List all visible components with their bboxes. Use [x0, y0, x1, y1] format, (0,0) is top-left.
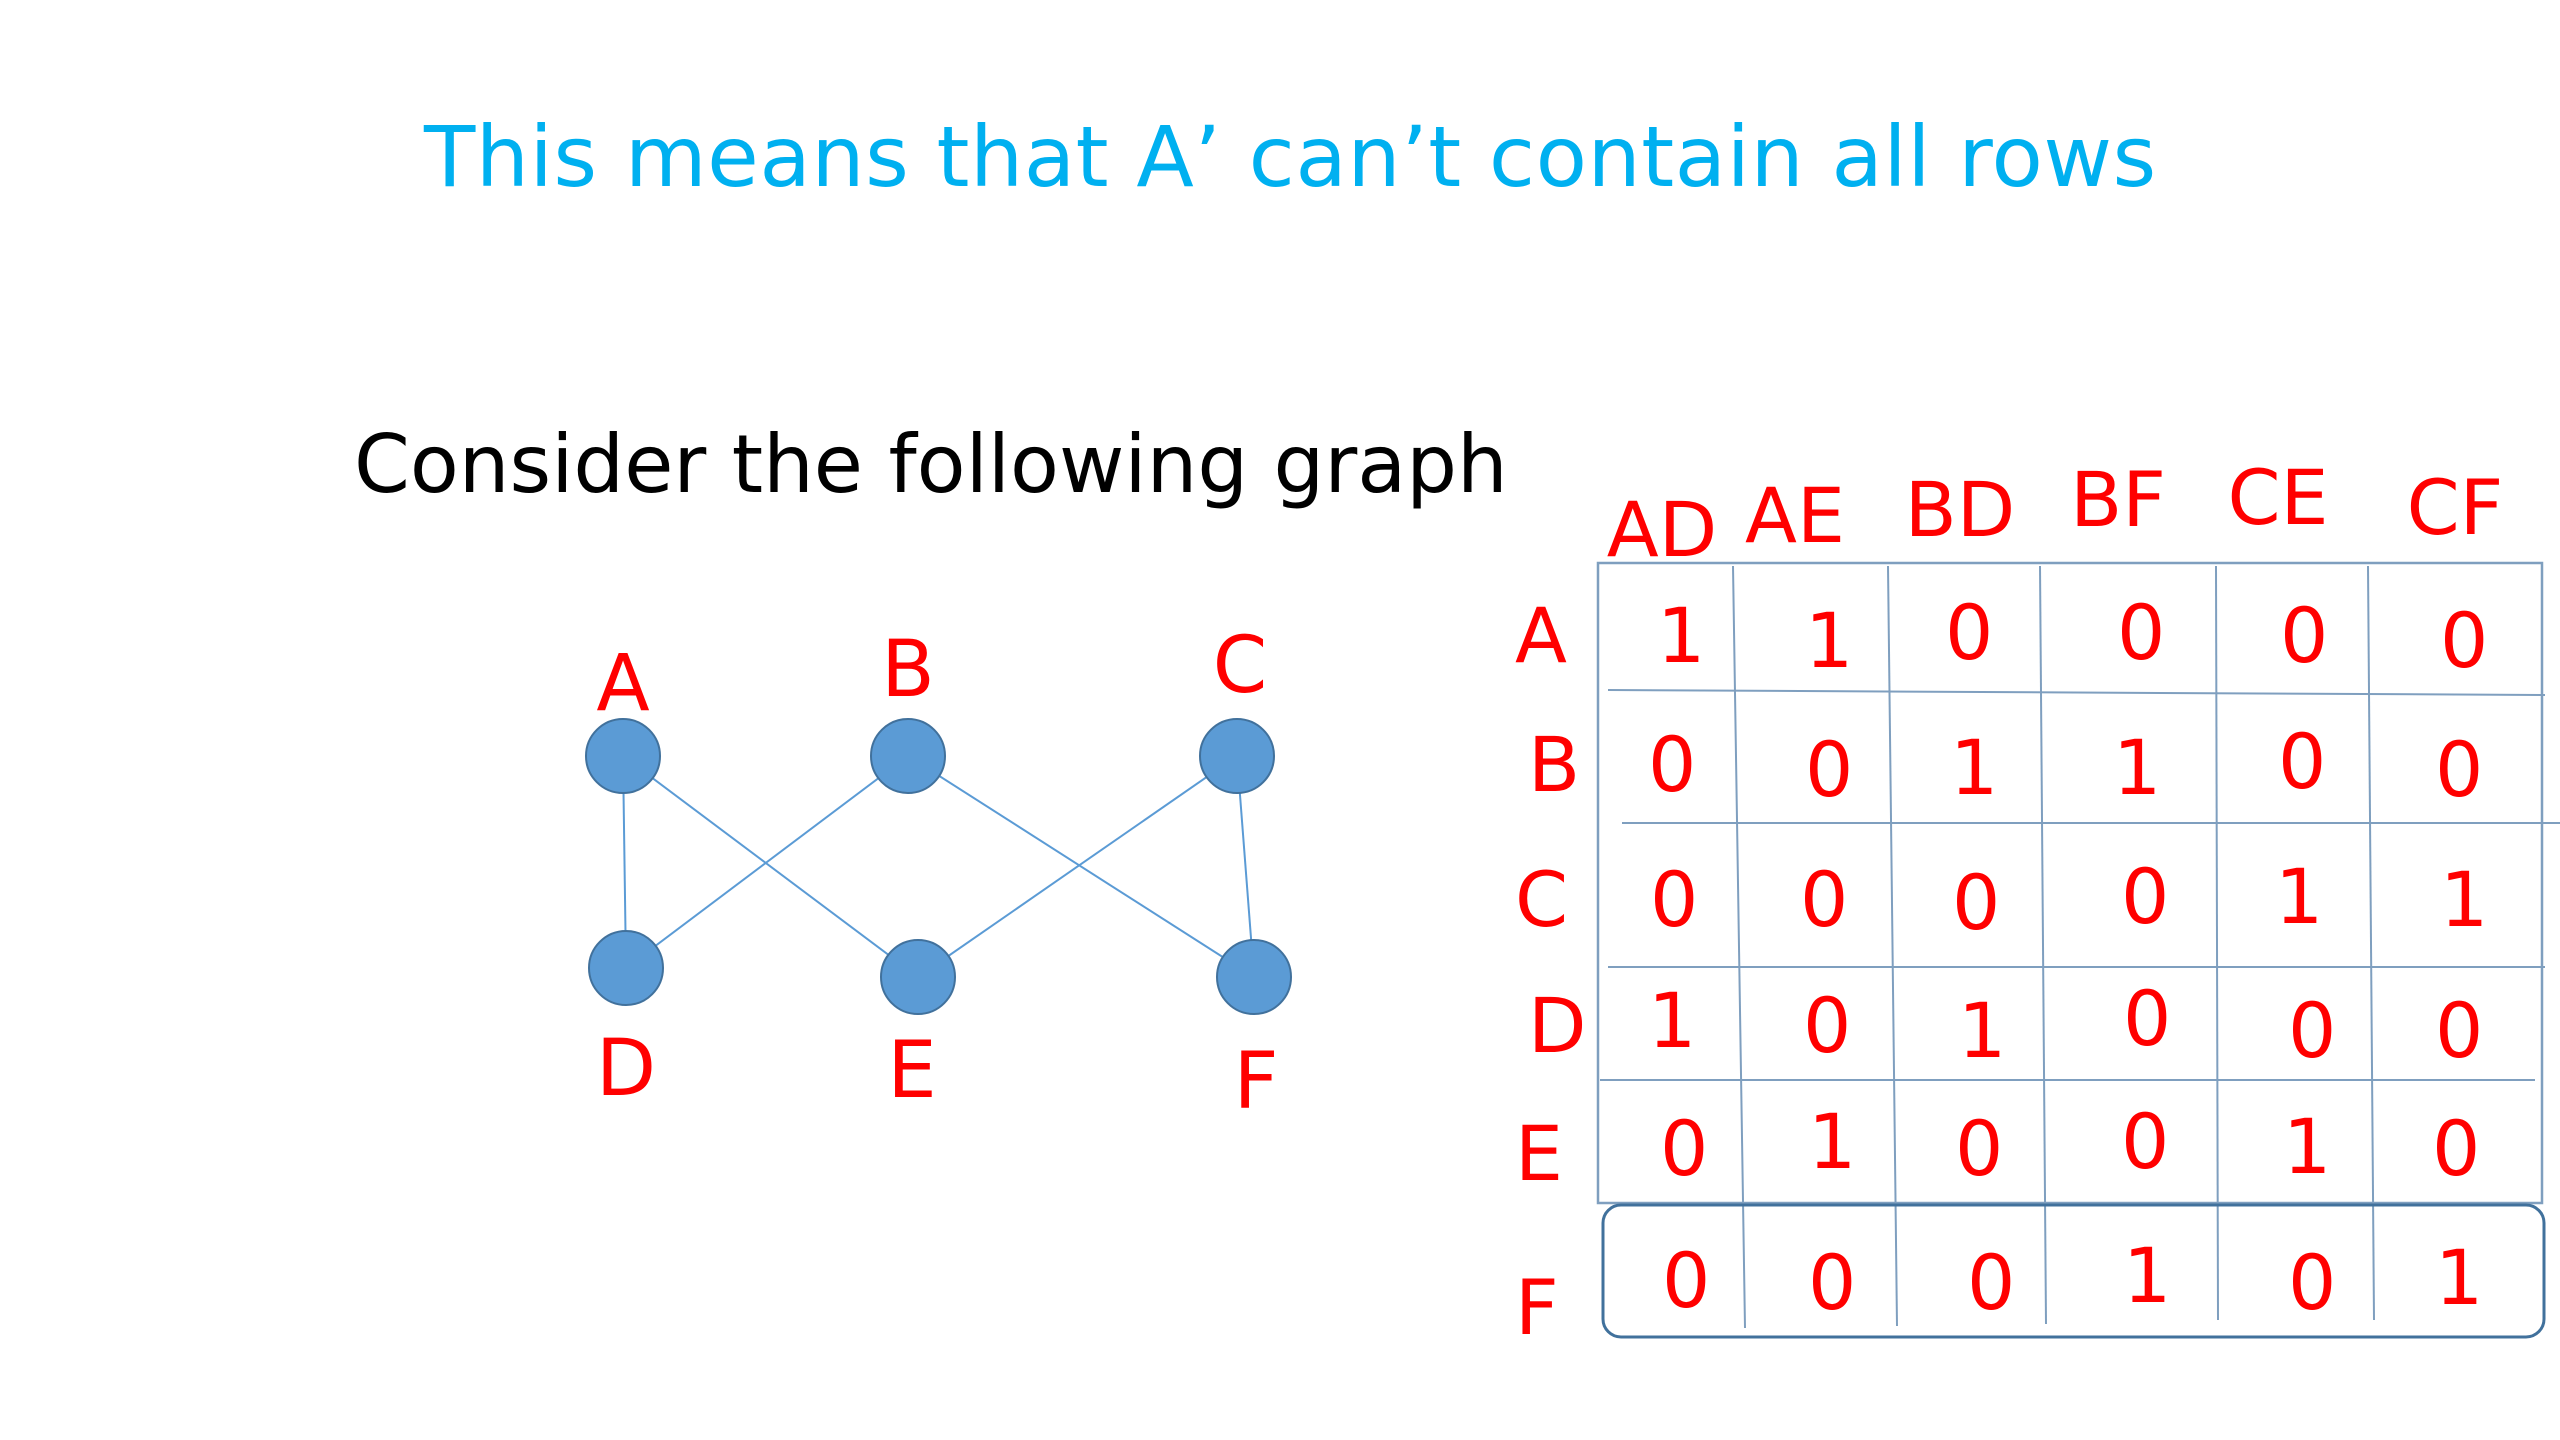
matrix-cell-f-bd: 0 [1967, 1238, 2016, 1327]
matrix-cell-b-ad: 0 [1648, 720, 1697, 809]
column-header-ae: AE [1744, 471, 1846, 560]
graph-edge-AE [622, 755, 919, 978]
matrix-cell-b-bd: 1 [1950, 723, 1999, 812]
matrix-cell-d-bf: 0 [2123, 974, 2172, 1063]
graph-edges [622, 755, 1255, 978]
matrix-col-divider-2 [1887, 565, 1898, 1327]
matrix-cell-d-ad: 1 [1648, 976, 1697, 1065]
graph-node-label-B: B [881, 625, 935, 715]
graph-node-E [880, 939, 956, 1015]
row-label-c: C [1515, 855, 1569, 944]
column-header-ce: CE [2227, 453, 2329, 542]
matrix-cell-a-bf: 0 [2117, 588, 2166, 677]
graph-node-C [1199, 718, 1275, 794]
matrix-cell-e-bd: 0 [1955, 1104, 2004, 1193]
matrix-cell-b-ae: 0 [1805, 725, 1854, 814]
matrix-cell-a-ad: 1 [1657, 591, 1706, 680]
matrix-cell-b-cf: 0 [2435, 725, 2484, 814]
matrix-cell-c-ae: 0 [1800, 855, 1849, 944]
matrix-cell-f-cf: 1 [2435, 1233, 2484, 1322]
matrix-cell-e-ce: 1 [2283, 1102, 2332, 1191]
matrix-cell-a-bd: 0 [1945, 588, 1994, 677]
graph-node-A [585, 718, 661, 794]
matrix-cell-f-bf: 1 [2123, 1231, 2172, 1320]
slide-title: This means that A’ can’t contain all row… [424, 108, 2157, 206]
graph-node-label-E: E [887, 1026, 936, 1116]
graph-node-F [1216, 939, 1292, 1015]
matrix-col-divider-4 [2215, 565, 2219, 1321]
graph-node-label-C: C [1213, 621, 1267, 711]
matrix-row-divider-1 [1607, 689, 2546, 696]
matrix-cell-d-ce: 0 [2288, 986, 2337, 1075]
matrix-cell-f-ce: 0 [2288, 1238, 2337, 1327]
row-label-e: E [1515, 1109, 1564, 1198]
graph-edge-BF [907, 755, 1255, 978]
matrix-cell-d-ae: 0 [1803, 981, 1852, 1070]
matrix-cell-c-ad: 0 [1650, 855, 1699, 944]
matrix-cell-f-ae: 0 [1808, 1238, 1857, 1327]
matrix-col-divider-5 [2367, 565, 2375, 1321]
matrix-cell-e-bf: 0 [2121, 1097, 2170, 1186]
row-f-highlight-box [1601, 1203, 2546, 1339]
graph-node-label-D: D [596, 1024, 656, 1114]
row-label-b: B [1528, 720, 1581, 809]
row-label-f: F [1515, 1263, 1559, 1352]
matrix-cell-a-ce: 0 [2280, 591, 2329, 680]
matrix-cell-e-cf: 0 [2432, 1104, 2481, 1193]
row-label-d: D [1528, 981, 1587, 1070]
matrix-border [1596, 561, 2544, 1205]
graph-node-D [588, 930, 664, 1006]
column-header-cf: CF [2406, 463, 2504, 552]
matrix-cell-e-ae: 1 [1808, 1097, 1857, 1186]
matrix-cell-b-ce: 0 [2278, 717, 2327, 806]
matrix-cell-d-bd: 1 [1958, 986, 2007, 1075]
matrix-col-divider-1 [1732, 565, 1746, 1329]
graph-node-label-A: A [596, 639, 649, 729]
graph-edge-CE [917, 755, 1238, 978]
matrix-cell-c-cf: 1 [2440, 855, 2489, 944]
column-header-ad: AD [1606, 485, 1718, 574]
matrix-cell-c-ce: 1 [2275, 852, 2324, 941]
matrix-cell-c-bd: 0 [1952, 858, 2001, 947]
graph-node-label-F: F [1234, 1037, 1279, 1127]
matrix-cell-a-cf: 0 [2440, 596, 2489, 685]
graph-node-labels: A B C D E F [596, 621, 1278, 1127]
graph-node-B [870, 718, 946, 794]
matrix-col-divider-3 [2039, 565, 2047, 1325]
row-label-a: A [1515, 591, 1567, 680]
graph-edge-BD [625, 755, 909, 969]
matrix-cell-f-ad: 0 [1662, 1236, 1711, 1325]
incidence-matrix-grid [1596, 561, 2560, 1339]
matrix-cell-b-bf: 1 [2113, 723, 2162, 812]
slide-subtitle: Consider the following graph [354, 418, 1508, 511]
matrix-cell-e-ad: 0 [1660, 1104, 1709, 1193]
matrix-cell-a-ae: 1 [1805, 596, 1854, 685]
column-header-bf: BF [2070, 455, 2166, 544]
matrix-cell-c-bf: 0 [2121, 852, 2170, 941]
column-header-bd: BD [1904, 465, 2016, 554]
matrix-cell-d-cf: 0 [2435, 986, 2484, 1075]
graph-nodes [585, 718, 1292, 1015]
